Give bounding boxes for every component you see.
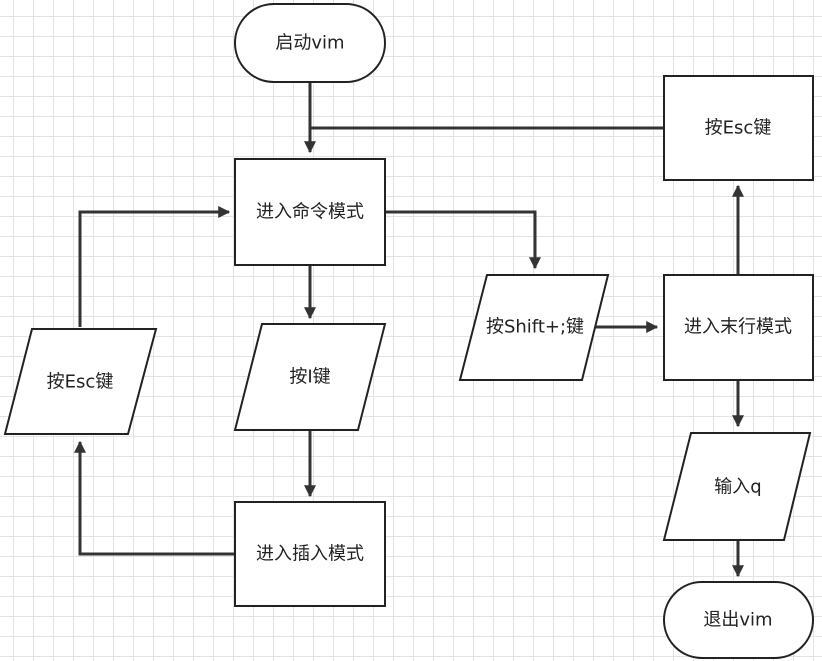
node-press-i[interactable]: 按I键 (233, 323, 387, 431)
node-input-q-label: 输入q (714, 477, 761, 498)
node-command-mode[interactable]: 进入命令模式 (234, 158, 386, 266)
node-quit[interactable]: 退出vim (663, 581, 814, 659)
node-start[interactable]: 启动vim (234, 3, 386, 83)
edges (74, 82, 744, 578)
node-insert-mode-label: 进入插入模式 (256, 544, 364, 565)
node-press-i-label: 按I键 (289, 367, 330, 388)
node-quit-label: 退出vim (703, 610, 772, 631)
node-last-line-mode[interactable]: 进入末行模式 (663, 274, 814, 381)
node-insert-mode[interactable]: 进入插入模式 (234, 501, 386, 607)
node-command-mode-label: 进入命令模式 (256, 202, 364, 223)
node-input-q[interactable]: 输入q (662, 432, 812, 541)
node-last-line-mode-label: 进入末行模式 (684, 317, 792, 338)
node-press-shift-colon-label: 按Shift+;键 (486, 317, 584, 338)
node-press-esc-right[interactable]: 按Esc键 (663, 75, 814, 181)
node-press-esc-left[interactable]: 按Esc键 (3, 328, 158, 435)
edge-esc-left-to-command (78, 206, 231, 327)
node-press-esc-right-label: 按Esc键 (705, 118, 772, 139)
edge-command-to-shift (385, 210, 541, 270)
node-press-esc-left-label: 按Esc键 (47, 372, 114, 393)
node-start-label: 启动vim (275, 33, 344, 54)
edge-insert-to-esc-left (74, 440, 235, 556)
node-press-shift-colon[interactable]: 按Shift+;键 (458, 274, 610, 381)
